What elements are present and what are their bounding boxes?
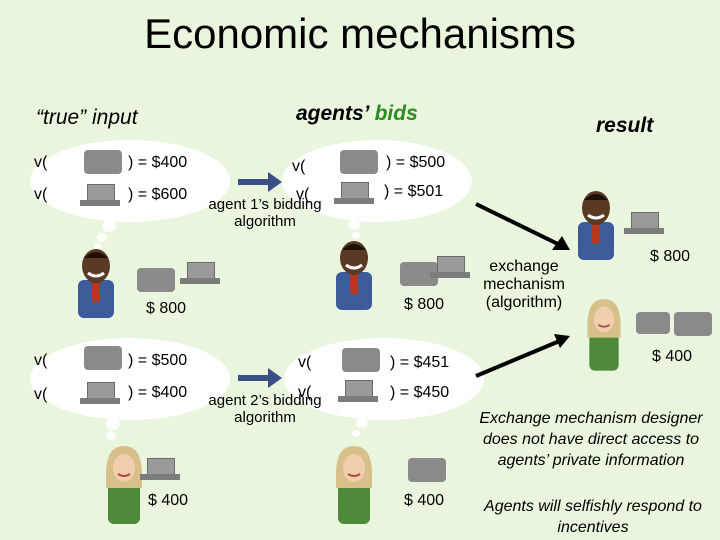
mechanism-label-line3: (algorithm) bbox=[485, 294, 563, 311]
agent2-price-right: $ 400 bbox=[404, 492, 445, 509]
item-object-icon bbox=[84, 150, 122, 174]
header-agents-bids-prefix: agents’ bbox=[296, 102, 369, 125]
agent1-true-v1: v( bbox=[34, 154, 48, 171]
man-avatar-icon bbox=[72, 246, 120, 323]
computer-icon bbox=[334, 182, 374, 204]
designer-note-line1: Exchange mechanism designer bbox=[479, 410, 703, 427]
mechanism-label-line1: exchange bbox=[489, 258, 559, 275]
agent1-true-bubble bbox=[30, 140, 230, 222]
item-object-icon bbox=[342, 348, 380, 372]
agent2-bidding-label-line1: agent 2’s bidding bbox=[208, 392, 322, 409]
computer-icon bbox=[624, 212, 664, 234]
computer-icon bbox=[180, 262, 220, 284]
thought-dot bbox=[352, 232, 360, 239]
thought-dot bbox=[94, 243, 101, 249]
computer-icon bbox=[80, 184, 120, 206]
agent2-true-v2-amount: ) = $400 bbox=[128, 384, 188, 401]
thought-dot bbox=[97, 233, 107, 242]
incentives-note-line1: Agents will selfishly respond to bbox=[484, 498, 702, 515]
designer-note-line2: does not have direct access to bbox=[482, 431, 700, 448]
thought-dot bbox=[348, 220, 360, 230]
mechanism-label: exchange mechanism (algorithm) bbox=[476, 258, 572, 312]
computer-icon bbox=[430, 256, 470, 278]
agent2-bid-v1: v( bbox=[298, 354, 312, 371]
computer-icon bbox=[80, 382, 120, 404]
woman-avatar-icon bbox=[330, 444, 378, 529]
item-object-icon bbox=[340, 150, 378, 174]
item-object-icon bbox=[84, 346, 122, 370]
agent2-bidding-arrow bbox=[238, 368, 282, 388]
mechanism-label-line2: mechanism bbox=[483, 276, 565, 293]
agent2-true-bubble bbox=[30, 338, 230, 420]
designer-note: Exchange mechanism designer does not hav… bbox=[460, 408, 720, 471]
agent1-bid-v1: v( bbox=[292, 158, 306, 175]
arrow-head-icon bbox=[552, 236, 570, 250]
mechanism-arrows bbox=[475, 202, 570, 378]
agent2-bid-v2-amount: ) = $450 bbox=[390, 384, 450, 401]
thought-dot bbox=[106, 431, 116, 440]
agent2-bid-v2: v( bbox=[298, 384, 312, 401]
header-agents-bids-highlight: bids bbox=[374, 102, 418, 125]
agent1-price-left: $ 800 bbox=[146, 300, 187, 317]
agent2-bidding-label: agent 2’s bidding algorithm bbox=[200, 392, 330, 426]
agent1-bid-v1-amount: ) = $500 bbox=[386, 154, 446, 171]
arrow-head-icon bbox=[554, 334, 570, 348]
agent1-true-v2: v( bbox=[34, 186, 48, 203]
incentives-note: Agents will selfishly respond to incenti… bbox=[462, 496, 720, 538]
header-agents-bids: agents’ bids bbox=[296, 102, 418, 126]
agent1-bidding-label-line1: agent 1’s bidding bbox=[208, 196, 322, 213]
agent2-bid-bubble bbox=[284, 338, 484, 420]
item-object-icon bbox=[408, 458, 446, 482]
thought-dot bbox=[102, 220, 116, 232]
arrow-from-mechanism bbox=[475, 338, 563, 378]
agent1-bid-v2-amount: ) = $501 bbox=[384, 183, 444, 200]
agent2-bidding-label-line2: algorithm bbox=[234, 409, 296, 426]
man-avatar-icon bbox=[572, 188, 620, 265]
item-object-icon bbox=[137, 268, 175, 292]
header-true-input: “true” input bbox=[36, 106, 138, 129]
agent1-bidding-label-line2: algorithm bbox=[234, 213, 296, 230]
agent1-bidding-label: agent 1’s bidding algorithm bbox=[200, 196, 330, 230]
slide-title: Economic mechanisms bbox=[144, 10, 576, 57]
arrow-to-mechanism bbox=[475, 202, 563, 248]
computer-icon bbox=[140, 458, 180, 480]
item-object-icon bbox=[636, 312, 670, 334]
item-object-icon bbox=[674, 312, 712, 336]
agent2-true-v1: v( bbox=[34, 352, 48, 369]
mechanism-result-price-2: $ 400 bbox=[652, 348, 693, 365]
woman-avatar-icon bbox=[582, 296, 626, 377]
mechanism-result-price-1: $ 800 bbox=[650, 248, 691, 265]
agent2-true-v1-amount: ) = $500 bbox=[128, 352, 188, 369]
agent1-true-v1-amount: ) = $400 bbox=[128, 154, 188, 171]
woman-avatar-icon bbox=[100, 444, 148, 529]
agent1-true-v2-amount: ) = $600 bbox=[128, 186, 188, 203]
agent1-bid-v2: v( bbox=[296, 186, 310, 203]
agent2-bid-v1-amount: ) = $451 bbox=[390, 354, 450, 371]
agent2-price-left: $ 400 bbox=[148, 492, 189, 509]
man-avatar-icon bbox=[330, 238, 378, 315]
agent1-bidding-arrow bbox=[238, 172, 282, 192]
thought-dot bbox=[352, 430, 360, 437]
thought-dot bbox=[106, 418, 120, 430]
thought-dot bbox=[356, 418, 368, 428]
computer-icon bbox=[338, 380, 378, 402]
incentives-note-line2: incentives bbox=[557, 519, 629, 536]
agent2-true-v2: v( bbox=[34, 386, 48, 403]
agent1-price-right: $ 800 bbox=[404, 296, 445, 313]
designer-note-line3: agents’ private information bbox=[497, 452, 685, 469]
header-result: result bbox=[596, 114, 654, 137]
